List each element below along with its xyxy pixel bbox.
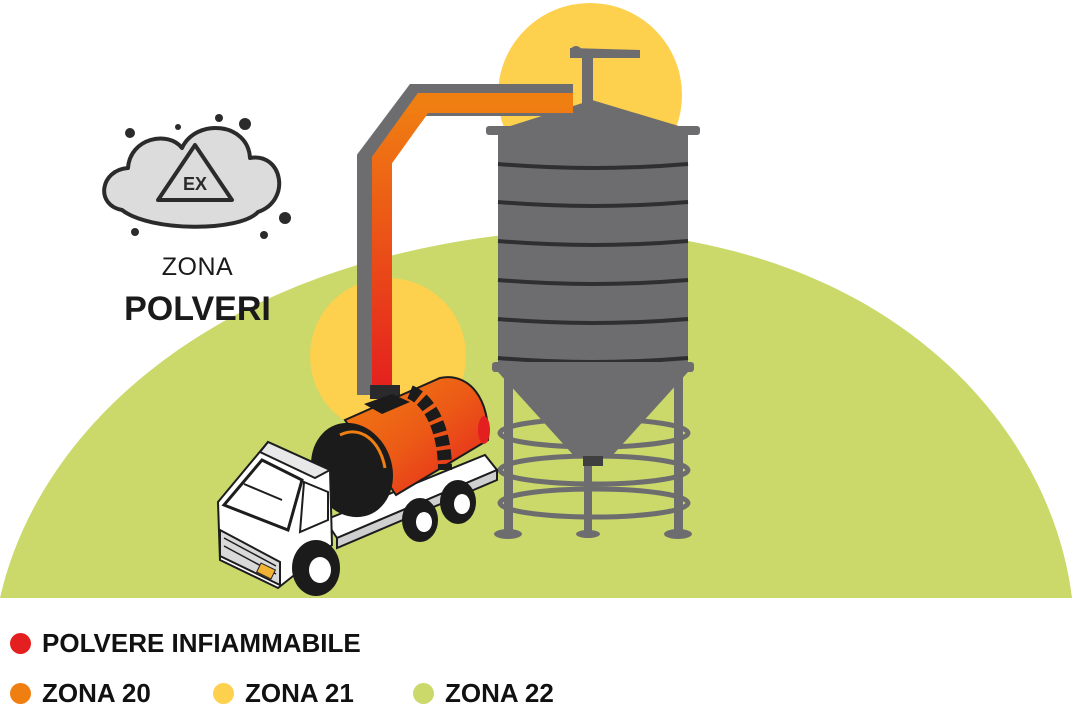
legend-item-zone-21: ZONA 21	[213, 678, 354, 709]
legend-dot-green	[413, 683, 434, 704]
silo-icon	[486, 46, 700, 539]
zone-title: POLVERI	[124, 290, 271, 328]
legend-dot-yellow	[213, 683, 234, 704]
legend-dot-red	[10, 633, 31, 654]
legend-label-zone-21: ZONA 21	[245, 678, 354, 708]
legend-dot-orange	[10, 683, 31, 704]
legend-item-zone-22: ZONA 22	[413, 678, 554, 709]
explosion-warning-cloud-icon: EX	[102, 114, 291, 239]
legend-item-zone-20: ZONA 20	[10, 678, 151, 709]
ex-badge-symbol: EX	[183, 174, 207, 194]
zone-word: ZONA	[161, 253, 234, 281]
legend-label-flammable-dust: POLVERE INFIAMMABILE	[42, 628, 361, 658]
legend-item-flammable-dust: POLVERE INFIAMMABILE	[10, 628, 361, 659]
legend-label-zone-20: ZONA 20	[42, 678, 151, 708]
legend-label-zone-22: ZONA 22	[445, 678, 554, 708]
tanker-truck-icon	[216, 376, 499, 596]
